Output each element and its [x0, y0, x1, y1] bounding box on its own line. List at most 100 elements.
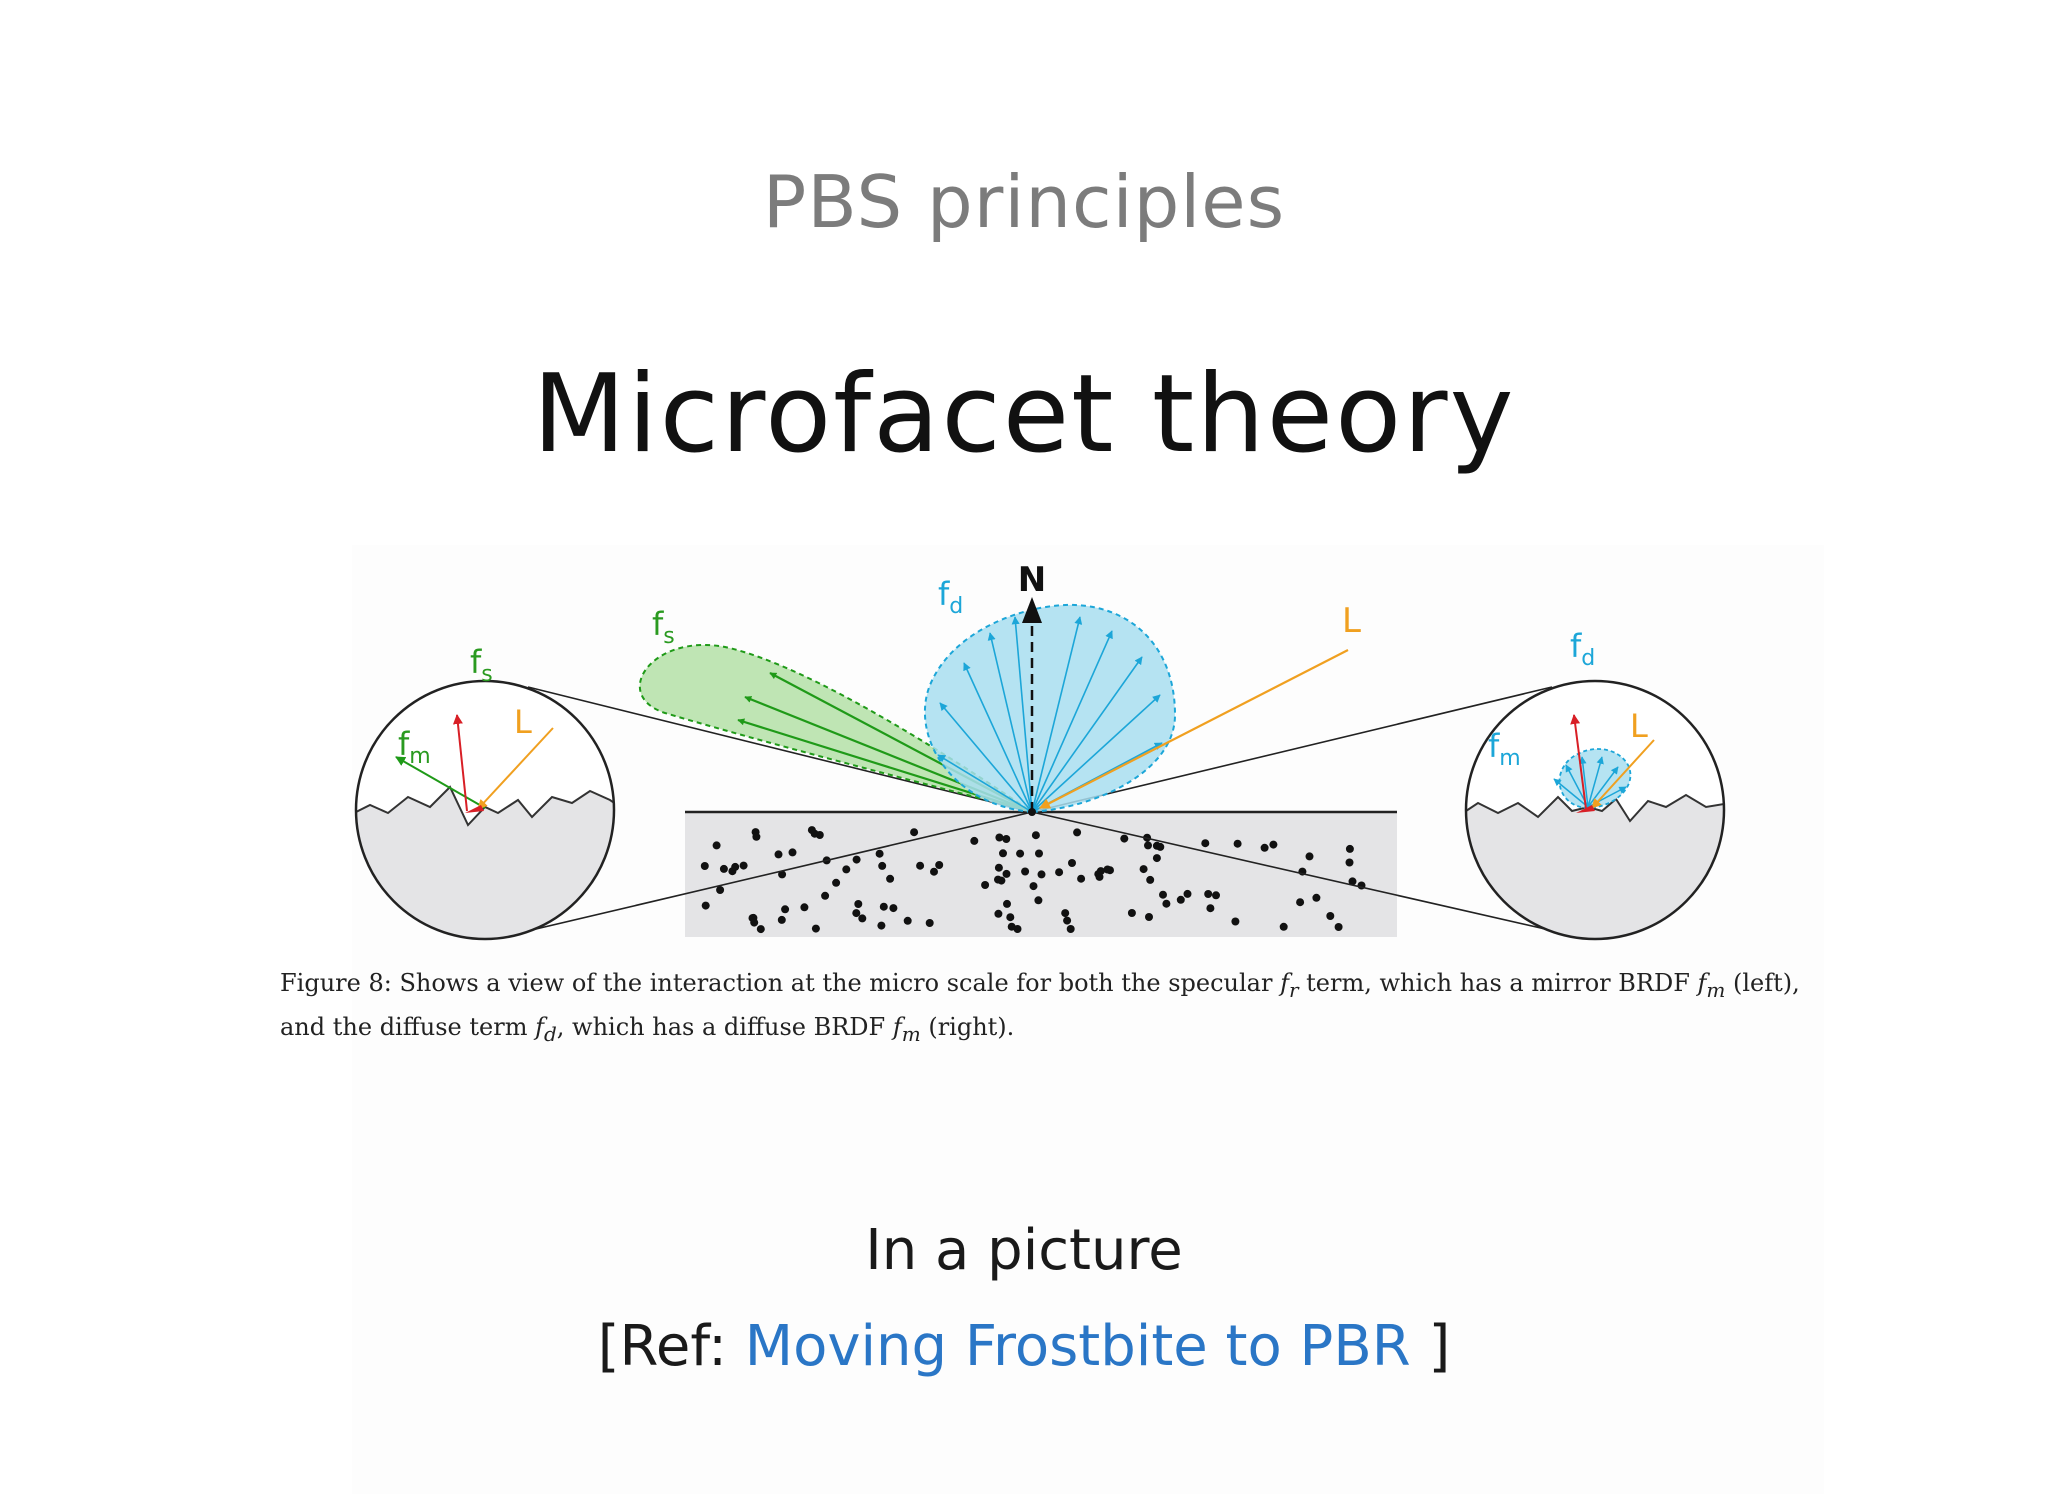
microfacet-diagram: N L fs fd fm L fs	[354, 560, 1726, 941]
particle	[994, 863, 1003, 872]
particle	[1260, 843, 1269, 852]
particle	[1013, 925, 1022, 933]
particle	[1312, 893, 1321, 902]
particle	[877, 921, 886, 930]
caption-math-fm2: fm	[892, 1012, 921, 1046]
caption-text-5: (right).	[920, 1012, 1015, 1041]
particle	[1073, 828, 1082, 837]
particle	[1334, 923, 1343, 931]
particle	[970, 836, 979, 845]
particle	[1127, 909, 1136, 917]
particle	[1061, 909, 1070, 918]
particle	[1231, 917, 1240, 926]
particle	[1144, 841, 1152, 850]
section-title: PBS principles	[762, 160, 1286, 244]
particle	[1156, 842, 1165, 851]
particle	[1021, 867, 1030, 876]
particle	[886, 874, 895, 883]
left-magnifier: fm L fs	[354, 643, 616, 941]
particle	[1120, 834, 1129, 843]
particle	[875, 849, 884, 858]
specular-lobe	[638, 644, 1033, 813]
particle	[752, 832, 761, 841]
particle	[842, 865, 851, 874]
particle	[1002, 869, 1011, 878]
particle	[1233, 839, 1242, 848]
right-light-label: L	[1630, 707, 1648, 745]
particle	[716, 886, 725, 894]
left-light-label: L	[514, 703, 532, 741]
particle	[739, 861, 748, 870]
particle	[1095, 872, 1104, 881]
particle	[778, 870, 787, 879]
light-label: L	[1342, 601, 1361, 641]
particle	[1296, 898, 1305, 907]
particle	[777, 915, 786, 924]
particle	[1345, 858, 1354, 867]
particle	[995, 833, 1004, 842]
particle	[910, 828, 919, 837]
caption-math-fr: fr	[1280, 969, 1299, 1002]
specular-label: fs	[652, 605, 675, 649]
particle	[1035, 849, 1043, 858]
particle	[1068, 859, 1076, 867]
particle	[731, 862, 740, 871]
particle	[1145, 913, 1153, 921]
particle	[999, 849, 1007, 858]
particle	[1002, 835, 1011, 843]
particle	[1077, 874, 1086, 883]
left-micro-label: fm	[398, 725, 431, 769]
particle	[903, 916, 912, 925]
particle	[807, 826, 816, 835]
right-magnifier: fm L fd	[1464, 627, 1726, 941]
particle	[1269, 840, 1278, 849]
particle	[858, 914, 867, 923]
caption-text-3: (left), and the diffuse term	[280, 969, 1800, 1041]
particle	[1055, 868, 1064, 877]
incidence-point	[1028, 808, 1036, 816]
figure-caption: Figure 8: Shows a view of the interactio…	[280, 965, 1800, 1053]
particle	[701, 901, 710, 910]
particle	[852, 909, 861, 918]
particle	[1146, 875, 1155, 884]
particle	[1103, 865, 1112, 874]
zoom-lines	[501, 686, 1581, 938]
caption-text-1: Figure 8: Shows a view of the interactio…	[280, 969, 1281, 997]
particle	[981, 881, 990, 889]
caption-math-fd: fd	[535, 1012, 557, 1046]
particle	[1176, 895, 1185, 904]
particle	[930, 867, 938, 876]
diffuse-label: fd	[938, 575, 963, 619]
particle	[1305, 852, 1314, 861]
particle	[854, 900, 863, 908]
particle	[1206, 904, 1215, 913]
particle	[1029, 882, 1038, 891]
particle	[1162, 899, 1171, 908]
particle	[719, 864, 728, 873]
particle	[1212, 891, 1220, 900]
particle	[1063, 916, 1072, 925]
particle	[756, 925, 765, 934]
normal-label: N	[1018, 560, 1046, 600]
normal-arrowhead	[1022, 597, 1042, 623]
particle	[1139, 865, 1148, 874]
diffuse-rays	[937, 616, 1163, 813]
right-diffuse-label: fd	[1570, 627, 1595, 671]
particle	[994, 875, 1002, 884]
particle	[821, 891, 830, 900]
particle	[1201, 839, 1210, 848]
ref-link[interactable]: Moving Frostbite to PBR	[744, 1314, 1411, 1379]
particle	[712, 841, 721, 850]
particle	[788, 848, 797, 857]
right-micro-label: fm	[1488, 727, 1521, 771]
particle	[700, 862, 709, 870]
particle	[1348, 877, 1357, 886]
particle	[1006, 913, 1015, 922]
ref-prefix: [Ref:	[597, 1314, 745, 1379]
particle	[1066, 925, 1075, 933]
slide-title: Microfacet theory	[532, 352, 1516, 477]
particle	[852, 855, 861, 864]
caption-text-2: term, which has a mirror BRDF	[1298, 969, 1698, 997]
particle	[800, 903, 809, 912]
